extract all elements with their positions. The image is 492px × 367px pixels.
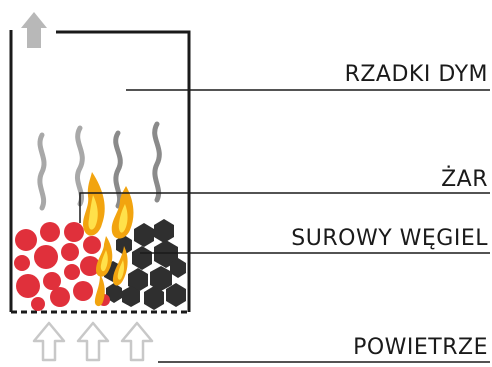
circle-icon <box>15 229 37 251</box>
smoke-out-arrow-icon <box>21 12 47 48</box>
circle-icon <box>34 245 58 269</box>
air-label: POWIETRZE <box>353 335 488 360</box>
ember-label: ŻAR <box>441 166 488 192</box>
circle-icon <box>64 222 84 242</box>
flame-icon <box>112 246 128 286</box>
ember-coal-pile <box>14 222 110 311</box>
circle-icon <box>31 297 45 311</box>
smoke-wisp-icon <box>152 121 162 203</box>
smoke-wisp-icon <box>37 132 47 211</box>
circle-icon <box>64 264 80 280</box>
hexagon-icon <box>154 219 174 243</box>
ember-leader-line <box>79 192 490 223</box>
hexagon-icon <box>106 283 122 303</box>
smoke-label: RZADKI DYM <box>345 62 488 87</box>
hexagon-icon <box>128 268 148 292</box>
hexagon-icon <box>144 286 164 310</box>
raw-coal-label: SUROWY WĘGIEL <box>291 226 488 251</box>
circle-icon <box>43 272 61 290</box>
up-arrow-outline-icon <box>32 321 66 362</box>
leader-lines <box>79 89 490 363</box>
hexagon-icon <box>134 223 154 247</box>
up-arrow-outline-icon <box>76 321 110 362</box>
chimney-container <box>9 30 191 312</box>
circle-icon <box>14 255 30 271</box>
hexagon-icon <box>132 246 152 270</box>
flame-icon <box>111 186 134 239</box>
flames <box>83 172 134 307</box>
smoke-wisp-icon <box>113 130 123 209</box>
raw-coal-pile <box>104 219 186 310</box>
hexagon-icon <box>154 240 178 268</box>
hexagon-icon <box>116 235 132 255</box>
circle-icon <box>83 236 101 254</box>
circle-icon <box>50 287 70 307</box>
circle-icon <box>80 256 100 276</box>
hexagon-icon <box>150 266 172 291</box>
circle-icon <box>73 281 93 301</box>
air-arrows <box>32 321 154 362</box>
up-arrow-outline-icon <box>120 321 154 362</box>
hexagon-icon <box>166 283 186 307</box>
hexagon-icon <box>122 286 140 307</box>
smoke-wisp-icon <box>74 125 85 207</box>
flame-icon <box>96 236 113 277</box>
smoke-wisps <box>37 121 162 211</box>
flame-icon <box>83 172 105 236</box>
circle-icon <box>40 222 60 242</box>
flame-icon <box>94 274 105 307</box>
circle-icon <box>61 243 79 261</box>
circle-icon <box>16 274 40 298</box>
hexagon-icon <box>170 258 186 278</box>
